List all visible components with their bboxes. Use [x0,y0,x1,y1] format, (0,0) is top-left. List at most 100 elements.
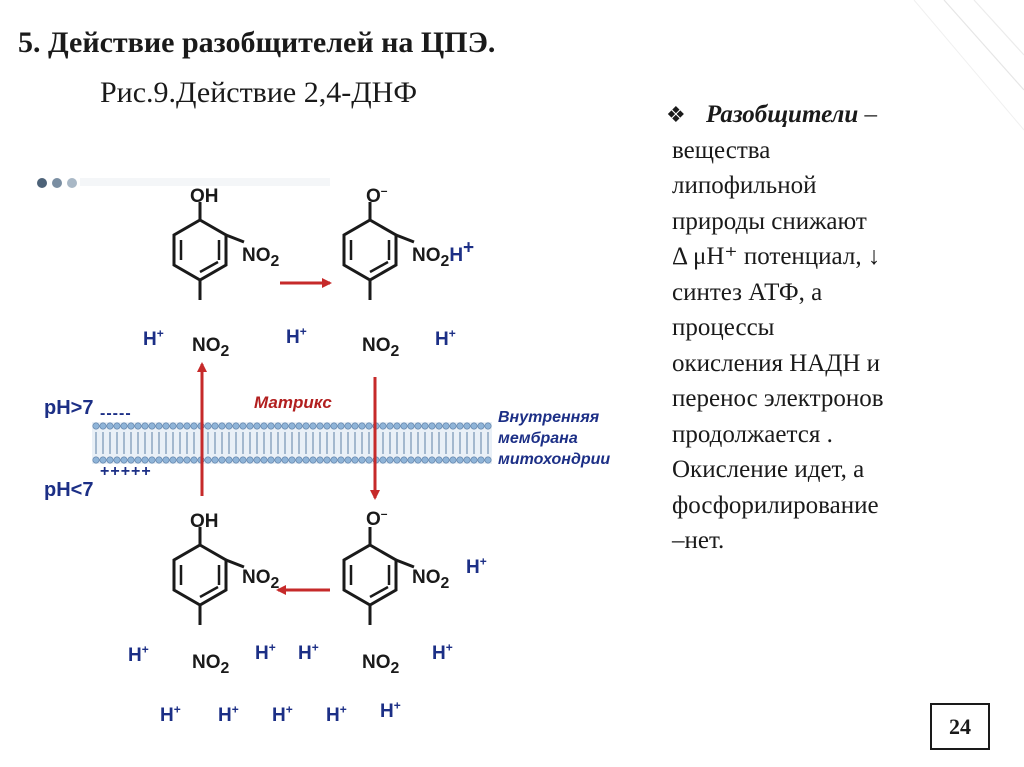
lipid-head [288,456,296,464]
lipid-head [190,422,198,430]
corner-decoration [913,0,1024,131]
slide-title: 5. Действие разобщителей на ЦПЭ. [18,26,496,59]
lipid-head [232,422,240,430]
membrane-charge-negative: ----- [100,405,132,422]
lipid-head [225,456,233,464]
lipid-head [442,422,450,430]
lipid-head [113,422,121,430]
term: Разобщители [706,101,859,128]
proton-label: H+ [255,640,276,664]
lipid-head [246,422,254,430]
lipid-head [169,422,177,430]
bl-no2-bottom: NO2 [192,652,230,677]
description-line: процессы [672,314,775,341]
lipid-head [267,456,275,464]
lipid-head [407,422,415,430]
lipid-head [106,456,114,464]
lipid-head [92,456,100,464]
tr-no2-bottom: NO2 [362,335,400,360]
lipid-head [162,456,170,464]
ring-top-left [172,202,245,300]
lipid-head [435,422,443,430]
ring-bottom-left [172,527,245,625]
proton-label: H+ [160,702,181,726]
lipid-head [337,456,345,464]
ring-top-right [342,202,415,300]
bl-oh-group: OH [190,511,219,532]
lipid-head [169,456,177,464]
lipid-head [211,456,219,464]
lipid-head [323,422,331,430]
lipid-head [344,422,352,430]
description-first-line: Разобщители – [706,101,878,128]
lipid-head [155,456,163,464]
br-no2-side: NO2 [412,567,450,592]
lipid-head [141,456,149,464]
lipid-head [470,422,478,430]
ring-bottom-right [342,527,415,625]
lipid-head [477,422,485,430]
proton-label: H+ [466,554,487,578]
lipid-head [176,456,184,464]
lipid-head [449,422,457,430]
lipid-head [463,456,471,464]
lipid-head [365,456,373,464]
lipid-head [106,422,114,430]
description-line: перенос электронов [672,385,884,412]
lipid-head [281,456,289,464]
lipid-head [330,456,338,464]
description-line: Δ μH⁺ потенциал, ↓ [672,243,881,270]
lipid-head [148,456,156,464]
lipid-head [435,456,443,464]
lipid-head [302,456,310,464]
lipid-head [323,456,331,464]
proton-label: H+ [326,702,347,726]
lipid-head [134,422,142,430]
lipid-head [267,422,275,430]
proton-label: H+ [128,642,149,666]
lipid-head [428,456,436,464]
lipid-head [141,422,149,430]
lipid-head [183,456,191,464]
lipid-head [260,456,268,464]
proton-label: H+ [218,702,239,726]
description-line: фосфорилирование [672,491,879,519]
lipid-head [99,456,107,464]
lipid-head [148,422,156,430]
lipid-head [428,422,436,430]
proton-label: H+ [272,702,293,726]
lipid-head [183,422,191,430]
lipid-head [400,422,408,430]
lipid-head [295,456,303,464]
dnp-figure: OH NO2 NO2 O– NO2H+ NO2 OH NO2 NO2 O– NO… [30,170,630,750]
lipid-head [456,456,464,464]
lipid-head [260,422,268,430]
lipid-head [414,456,422,464]
description-line: синтез АТФ, а [672,278,823,306]
lipid-head [309,456,317,464]
lipid-head [463,422,471,430]
lipid-head [449,456,457,464]
lipid-head [253,422,261,430]
proton-label: H+ [435,326,456,350]
br-no2-bottom: NO2 [362,652,400,677]
lipid-head [253,456,261,464]
lipid-head [358,422,366,430]
lipid-head [218,456,226,464]
tl-no2-side: NO2 [242,245,280,270]
tr-no2-side: NO2H+ [412,237,475,270]
lipid-head [309,422,317,430]
lipid-head [120,456,128,464]
lipid-head [316,422,324,430]
lipid-head [204,456,212,464]
lipid-head [134,456,142,464]
description-block: ❖ Разобщители – вещества липофильной при… [666,97,1007,559]
membrane-charge-positive: +++++ [100,463,152,480]
lipid-head [337,422,345,430]
lipid-head [295,422,303,430]
page-number: 24 [930,703,990,750]
figure-drawing [37,178,492,625]
lipid-head [400,456,408,464]
lipid-head [211,422,219,430]
